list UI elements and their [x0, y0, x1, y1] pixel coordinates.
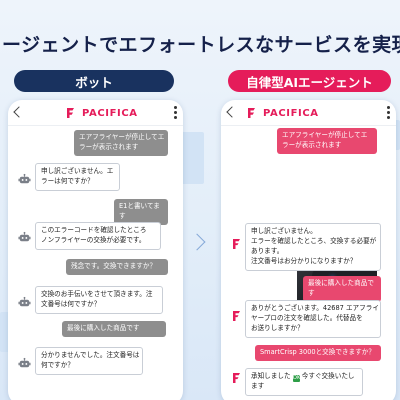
bot-message: このエラーコードを確認したところ ノンフライヤーの交換が必要です。	[35, 222, 161, 250]
robot-avatar-icon	[18, 231, 31, 242]
bot-message: 交換のお手伝いをさせて頂きます。注 文番号は何ですか？	[35, 286, 163, 314]
ok-emoji-icon: OK	[292, 375, 301, 382]
more-menu-icon[interactable]	[173, 106, 177, 120]
page-headline: ージェントでエフォートレスなサービスを実現	[2, 34, 400, 56]
bot-phone: PACIFICA エアフライヤーが停止してエ ラーが表示されます 申し訳ございま…	[8, 100, 183, 400]
robot-avatar-icon	[18, 173, 31, 184]
user-message: SmartCrisp 3000と交換できますか？	[255, 345, 381, 361]
agent-message: 申し訳ございません。 エラーを確認したところ、交換する必要が あります。 注文番…	[245, 223, 381, 271]
agent-avatar-icon	[233, 373, 240, 383]
user-message: E1と書いてます	[114, 199, 168, 225]
background-decoration	[392, 120, 400, 150]
user-message: エアフライヤーが停止してエ ラーが表示されます	[277, 128, 377, 154]
user-message: 最後に購入した商品です	[62, 321, 166, 337]
back-arrow-icon[interactable]	[226, 106, 238, 118]
brand: PACIFICA	[64, 106, 138, 120]
bot-message: 申し訳ございません。エ ラーは何ですか？	[35, 163, 120, 191]
chevron-right-icon	[188, 233, 206, 251]
robot-avatar-icon	[18, 357, 31, 368]
agent-phone: PACIFICA エアフライヤーが停止してエ ラーが表示されます 申し訳ございま…	[221, 100, 396, 400]
agent-avatar-icon	[233, 239, 240, 249]
user-message: 最後に購入した商品です	[303, 276, 381, 302]
more-menu-icon[interactable]	[386, 106, 390, 120]
back-arrow-icon[interactable]	[13, 106, 25, 118]
brand-name: PACIFICA	[263, 107, 319, 119]
pacifica-logo-icon	[67, 108, 74, 118]
pacifica-logo-icon	[248, 108, 255, 118]
agent-message: 承知しました OK 今すぐ交換いたします	[245, 368, 363, 396]
robot-avatar-icon	[18, 296, 31, 307]
brand: PACIFICA	[245, 106, 319, 120]
agent-message: ありがとうございます。42687 エアフライ ヤープロの注文を確認した。代替品を…	[245, 300, 381, 338]
agent-message-text: 承知しました	[251, 372, 293, 380]
user-message: 残念です。交換できますか？	[66, 259, 168, 275]
user-message: エアフライヤーが停止してエ ラーが表示されます	[74, 130, 168, 156]
app-header: PACIFICA	[8, 100, 183, 126]
bot-label: ボット	[14, 70, 174, 92]
agent-avatar-icon	[233, 311, 240, 321]
agent-label: 自律型AIエージェント	[228, 70, 391, 92]
bot-message: 分かりませんでした。注文番号は 何ですか？	[35, 347, 143, 375]
app-header: PACIFICA	[221, 100, 396, 126]
brand-name: PACIFICA	[82, 107, 138, 119]
agent-message-text: 今すぐ交換いたします	[251, 372, 355, 390]
